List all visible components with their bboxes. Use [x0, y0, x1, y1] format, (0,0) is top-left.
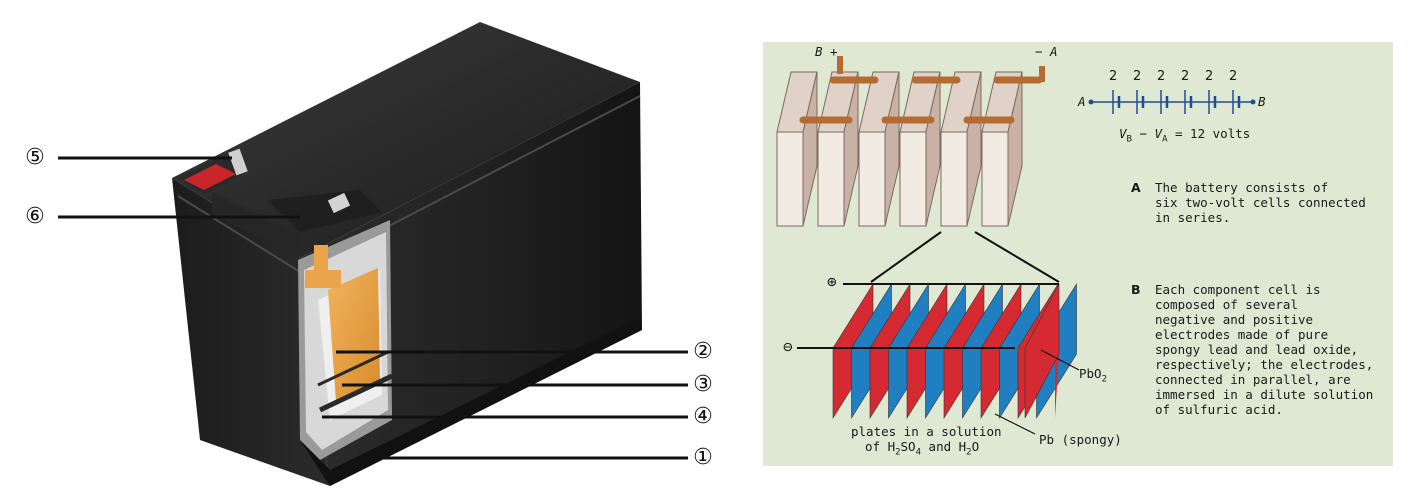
circuit-node-a [1088, 99, 1094, 105]
cell [899, 71, 941, 227]
negative-bus-symbol: ⊖ [783, 337, 793, 356]
cell-voltage-label: 2 [1133, 69, 1141, 84]
cell [776, 71, 818, 227]
terminal-b-label: B + [815, 44, 838, 59]
callout-3: ③ [693, 372, 713, 397]
cell-series [776, 56, 1045, 227]
callout-5: ⑤ [25, 145, 45, 170]
plates-label-line2: of H2SO4 and H2O [865, 439, 980, 458]
positive-bus-symbol: ⊕ [827, 272, 837, 291]
note-a-letter: A [1131, 180, 1141, 195]
cell-voltage-label: 2 [1205, 69, 1213, 84]
note-b-text: Each component cell is composed of sever… [1155, 282, 1374, 417]
cell-voltage-label: 2 [1229, 69, 1237, 84]
cell-voltage-label: 2 [1181, 69, 1189, 84]
cell [981, 71, 1023, 227]
cell-voltage-label: 2 [1157, 69, 1165, 84]
note-a-text: The battery consists of six two-volt cel… [1155, 180, 1366, 225]
cell [858, 71, 900, 227]
cell [817, 71, 859, 227]
circuit-node-b [1250, 99, 1256, 105]
circuit-a-label: A [1078, 94, 1086, 109]
battery-drawing [58, 22, 688, 486]
terminal-post-b [837, 56, 843, 74]
pbo2-label: PbO2 [1079, 366, 1107, 385]
note-b-letter: B [1131, 282, 1141, 297]
cell-voltage-label: 2 [1109, 69, 1117, 84]
terminal-post-a [1039, 66, 1045, 82]
callout-4: ④ [693, 404, 713, 429]
schematic-drawing: 2 2 2 2 2 2 [776, 56, 1256, 435]
plates-label-line1: plates in a solution [851, 424, 1002, 439]
callout-1: ① [693, 445, 713, 470]
battery-cutaway-illustration: ⑤ ⑥ ② ③ ④ ① [25, 22, 713, 486]
voltage-equation: VB − VA = 12 volts [1119, 126, 1251, 145]
cell [940, 71, 982, 227]
electrode-plates [832, 282, 1077, 420]
callout-6: ⑥ [25, 204, 45, 229]
circuit-b-label: B [1258, 94, 1266, 109]
pb-spongy-label: Pb (spongy) [1039, 432, 1122, 447]
callout-2: ② [693, 339, 713, 364]
series-circuit: 2 2 2 2 2 2 [1088, 69, 1256, 114]
terminal-a-label: − A [1035, 44, 1058, 59]
